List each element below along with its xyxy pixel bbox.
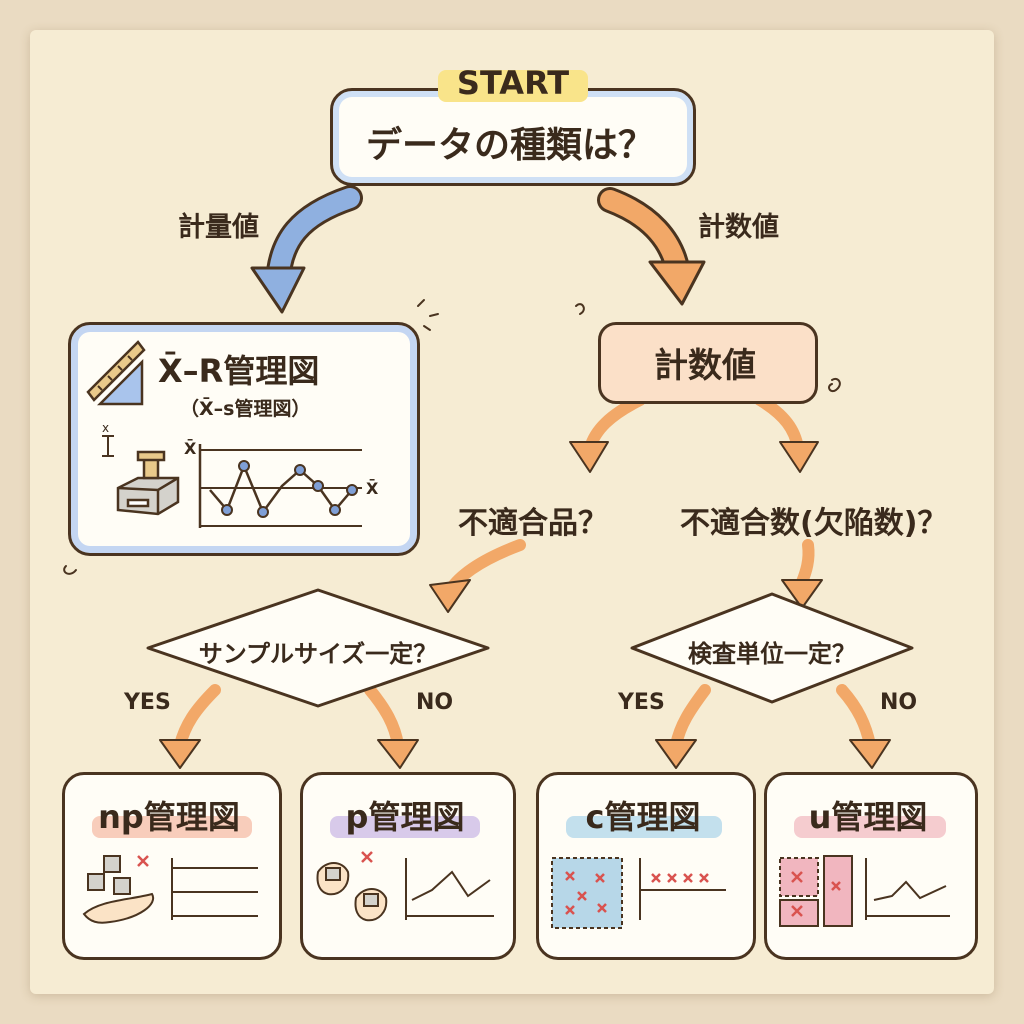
xr-chart-title: X̄–R管理図 bbox=[158, 352, 320, 390]
u-chart-title: u管理図 bbox=[808, 798, 928, 836]
xr-chart-illustration: x X̄ X̄ bbox=[86, 340, 379, 528]
xr-axis-right-label: X̄ bbox=[366, 478, 379, 498]
no-label-left: NO bbox=[416, 690, 454, 715]
question-inspection-unit: 検査単位一定？ bbox=[688, 640, 856, 668]
xr-axis-top-label: X̄ bbox=[184, 438, 197, 458]
arrow-to-xr-chart bbox=[250, 185, 363, 314]
np-chart-title: np管理図 bbox=[98, 798, 240, 836]
xr-small-x-label: x bbox=[102, 421, 109, 435]
question-sample-size: サンプルサイズ一定？ bbox=[198, 640, 438, 668]
question-defects: 不適合数(欠陥数)？ bbox=[680, 506, 948, 541]
start-question: データの種類は？ bbox=[365, 125, 654, 166]
yes-label-right: YES bbox=[618, 690, 665, 715]
no-label-right: NO bbox=[880, 690, 918, 715]
attribute-title: 計数値 bbox=[654, 346, 756, 386]
p-chart-title: p管理図 bbox=[345, 798, 465, 836]
sample-size-diamond bbox=[146, 588, 490, 708]
p-title-highlight bbox=[330, 816, 480, 838]
ruler-triangle-icon bbox=[86, 340, 146, 406]
arrows-attribute-split bbox=[569, 394, 819, 473]
branch-label-variable: 計量値 bbox=[178, 212, 259, 243]
inspection-unit-diamond bbox=[630, 592, 914, 704]
start-highlight bbox=[438, 70, 588, 102]
question-defectives: 不適合品？ bbox=[458, 506, 608, 541]
c-title-highlight bbox=[566, 816, 722, 838]
attribute-box bbox=[598, 322, 818, 404]
start-tag: START bbox=[456, 64, 570, 102]
np-title-highlight bbox=[92, 816, 252, 838]
arrow-to-attribute bbox=[597, 187, 706, 306]
u-title-highlight bbox=[794, 816, 946, 838]
c-chart-title: c管理図 bbox=[585, 798, 701, 836]
gauge-machine-icon bbox=[102, 435, 180, 516]
xr-chart-subtitle: （X̄–s管理図） bbox=[180, 398, 311, 420]
branch-label-attribute: 計数値 bbox=[698, 212, 779, 243]
yes-label-left: YES bbox=[124, 690, 171, 715]
arrows-to-diamonds bbox=[429, 539, 823, 613]
arrows-to-charts bbox=[159, 684, 891, 769]
doodle-marks bbox=[63, 299, 841, 575]
